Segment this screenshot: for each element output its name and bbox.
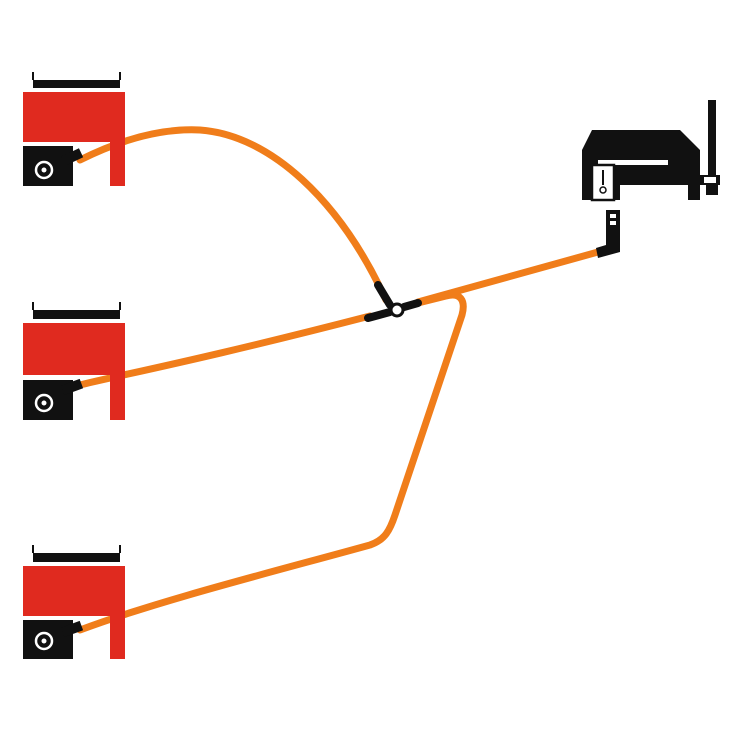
jack-top-port-icon [34,160,54,180]
jack-top-port-dot [41,167,47,173]
pump-handle-foot [706,185,718,195]
hose-bottom-jack [76,291,467,634]
jack-bottom-coupler [60,620,84,638]
pump-valve-mark-1 [610,214,616,218]
jack-bottom-body [23,566,125,616]
jack-bottom-base [23,620,73,659]
jack-top [23,72,125,186]
jack-middle-port-icon [34,393,54,413]
tee-arm-right [400,299,422,311]
tee-arm-left [364,308,394,322]
jack-bottom [23,545,125,659]
pump-valve-mark-2 [610,221,616,225]
pump-handle-clamp-inner [704,177,716,183]
jack-bottom-port-dot [41,638,47,644]
jack-middle [23,302,125,420]
jack-bottom-plate [33,553,120,562]
jack-top-coupler [60,148,84,166]
pump-gauge-icon [599,186,607,194]
jack-top-plate [33,80,120,88]
tee-arm-top [374,281,394,309]
pump-unit [582,100,720,258]
jack-bottom-leg [110,614,125,659]
hose-middle-jack [76,312,374,389]
jack-top-body [23,92,125,142]
jack-bottom-port-icon [34,631,54,651]
tee-center [389,302,405,318]
jack-middle-body [23,323,125,375]
pump-outlet [596,230,620,258]
pump-valve [606,210,620,230]
pump-handle [708,100,716,175]
jack-middle-leg [110,373,125,420]
jack-top-base [23,146,73,186]
jack-middle-port-dot [41,400,47,406]
jack-middle-plate [33,310,120,319]
pump-window-shade [608,165,668,185]
tee-connector [364,281,422,322]
jack-middle-coupler [60,378,84,396]
jack-top-leg [110,140,125,186]
hose-pump [414,248,602,306]
